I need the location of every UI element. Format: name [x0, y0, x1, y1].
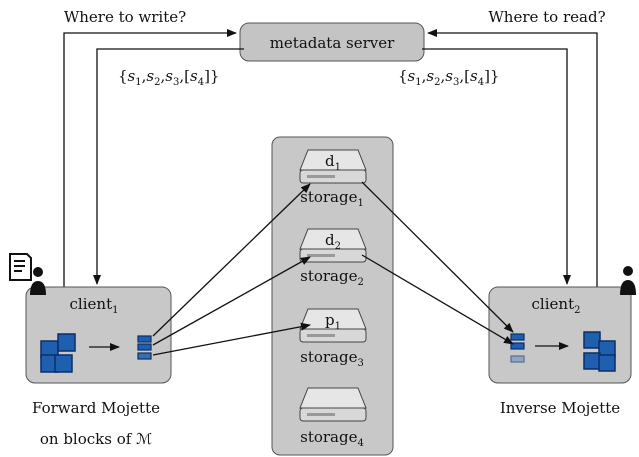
storage3-drive: p1: [299, 308, 367, 343]
client1-label: client1: [70, 295, 119, 316]
projection-stack-icon: [510, 333, 525, 363]
caption-inverse-mojette: Inverse Mojette: [500, 399, 620, 417]
block-grid-icon: [583, 331, 616, 372]
where-to-read-label: Where to read?: [488, 8, 605, 26]
read-reply-arrow: [422, 48, 571, 285]
metadata-server-box: metadata server: [239, 22, 425, 62]
write-reply-arrow: [93, 48, 244, 285]
read-arrow-storage2: [361, 254, 514, 345]
storage4-drive: [299, 387, 367, 422]
storage4-label: storage4: [300, 428, 364, 449]
write-request-arrow: [63, 29, 237, 287]
document-user-icon: [9, 253, 46, 295]
storage-cluster-box: [271, 136, 394, 456]
projection-stack-icon: [137, 335, 152, 360]
block-grid-icon: [40, 333, 76, 373]
client2-label: client2: [532, 295, 581, 316]
block-label-p1: p1: [325, 311, 341, 332]
caption-forward-mojette: Forward Mojette: [32, 399, 160, 417]
storage3-label: storage3: [300, 348, 364, 369]
write-arrow-storage3: [152, 322, 311, 356]
user-icon: [620, 266, 636, 295]
storage2-drive: d2: [299, 228, 367, 263]
storage1-label: storage1: [300, 188, 364, 209]
server-set-right: {s1,s2,s3,[s4]}: [398, 67, 499, 88]
read-arrow-storage1: [361, 181, 514, 333]
storage1-drive: d1: [299, 149, 367, 184]
metadata-server-label: metadata server: [270, 34, 395, 52]
storage2-label: storage2: [300, 267, 364, 288]
write-arrow-storage1: [152, 183, 311, 337]
block-label-d1: d1: [325, 152, 341, 173]
where-to-write-label: Where to write?: [64, 8, 186, 26]
caption-blocks-of-m: on blocks of ℳ: [40, 430, 152, 448]
server-set-left: {s1,s2,s3,[s4]}: [118, 67, 219, 88]
read-request-arrow: [427, 29, 598, 287]
block-label-d2: d2: [325, 231, 341, 252]
write-arrow-storage2: [152, 256, 311, 346]
